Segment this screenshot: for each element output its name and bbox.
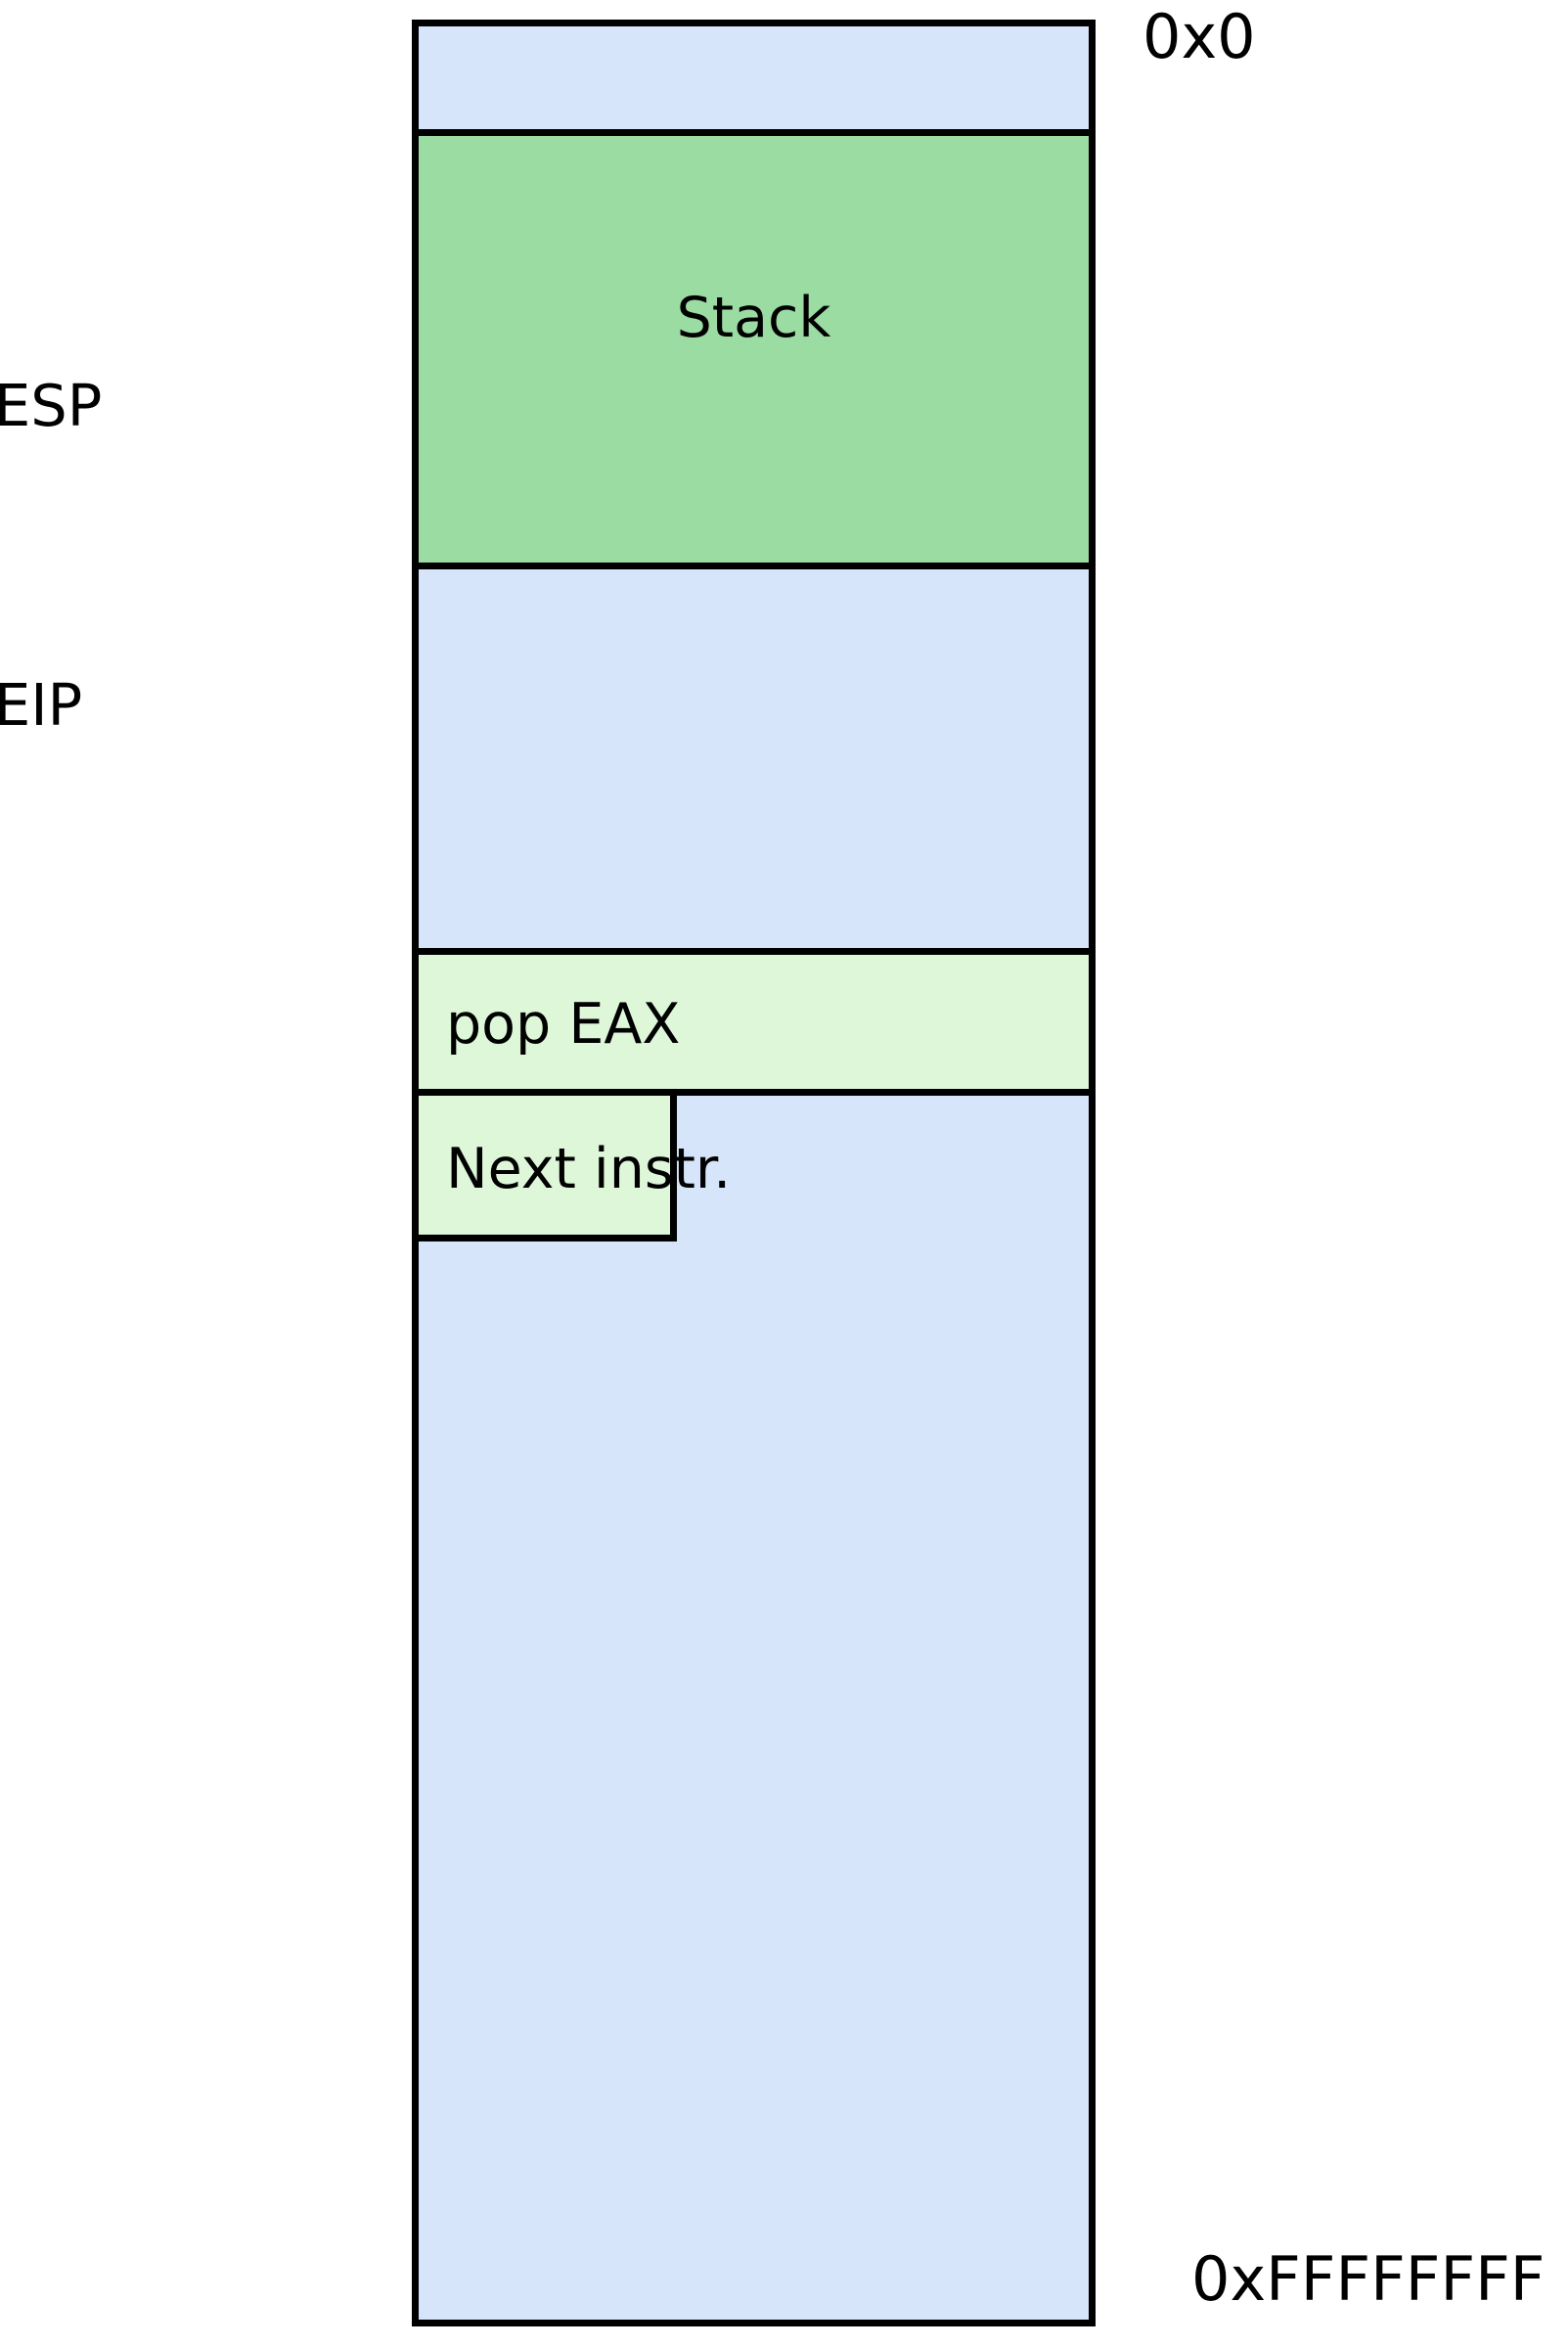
memory-segment-pop-eax: pop EAX — [412, 948, 1096, 1096]
address-label-bottom: 0xFFFFFFFF — [1191, 2243, 1546, 2315]
memory-segment-stack: Stack — [412, 129, 1096, 569]
address-label-top: 0x0 — [1142, 1, 1256, 72]
register-label-eip: EIP — [0, 671, 83, 739]
segment-label-stack: Stack — [676, 286, 831, 350]
segment-label-next-instr: Next instr. — [446, 1137, 732, 1201]
memory-segment-next-instr: Next instr. — [412, 1089, 731, 1241]
segment-label-pop-eax: pop EAX — [446, 992, 681, 1057]
memory-column: Stack pop EAX Next instr. — [412, 20, 1096, 2326]
register-label-esp: ESP — [0, 372, 103, 439]
